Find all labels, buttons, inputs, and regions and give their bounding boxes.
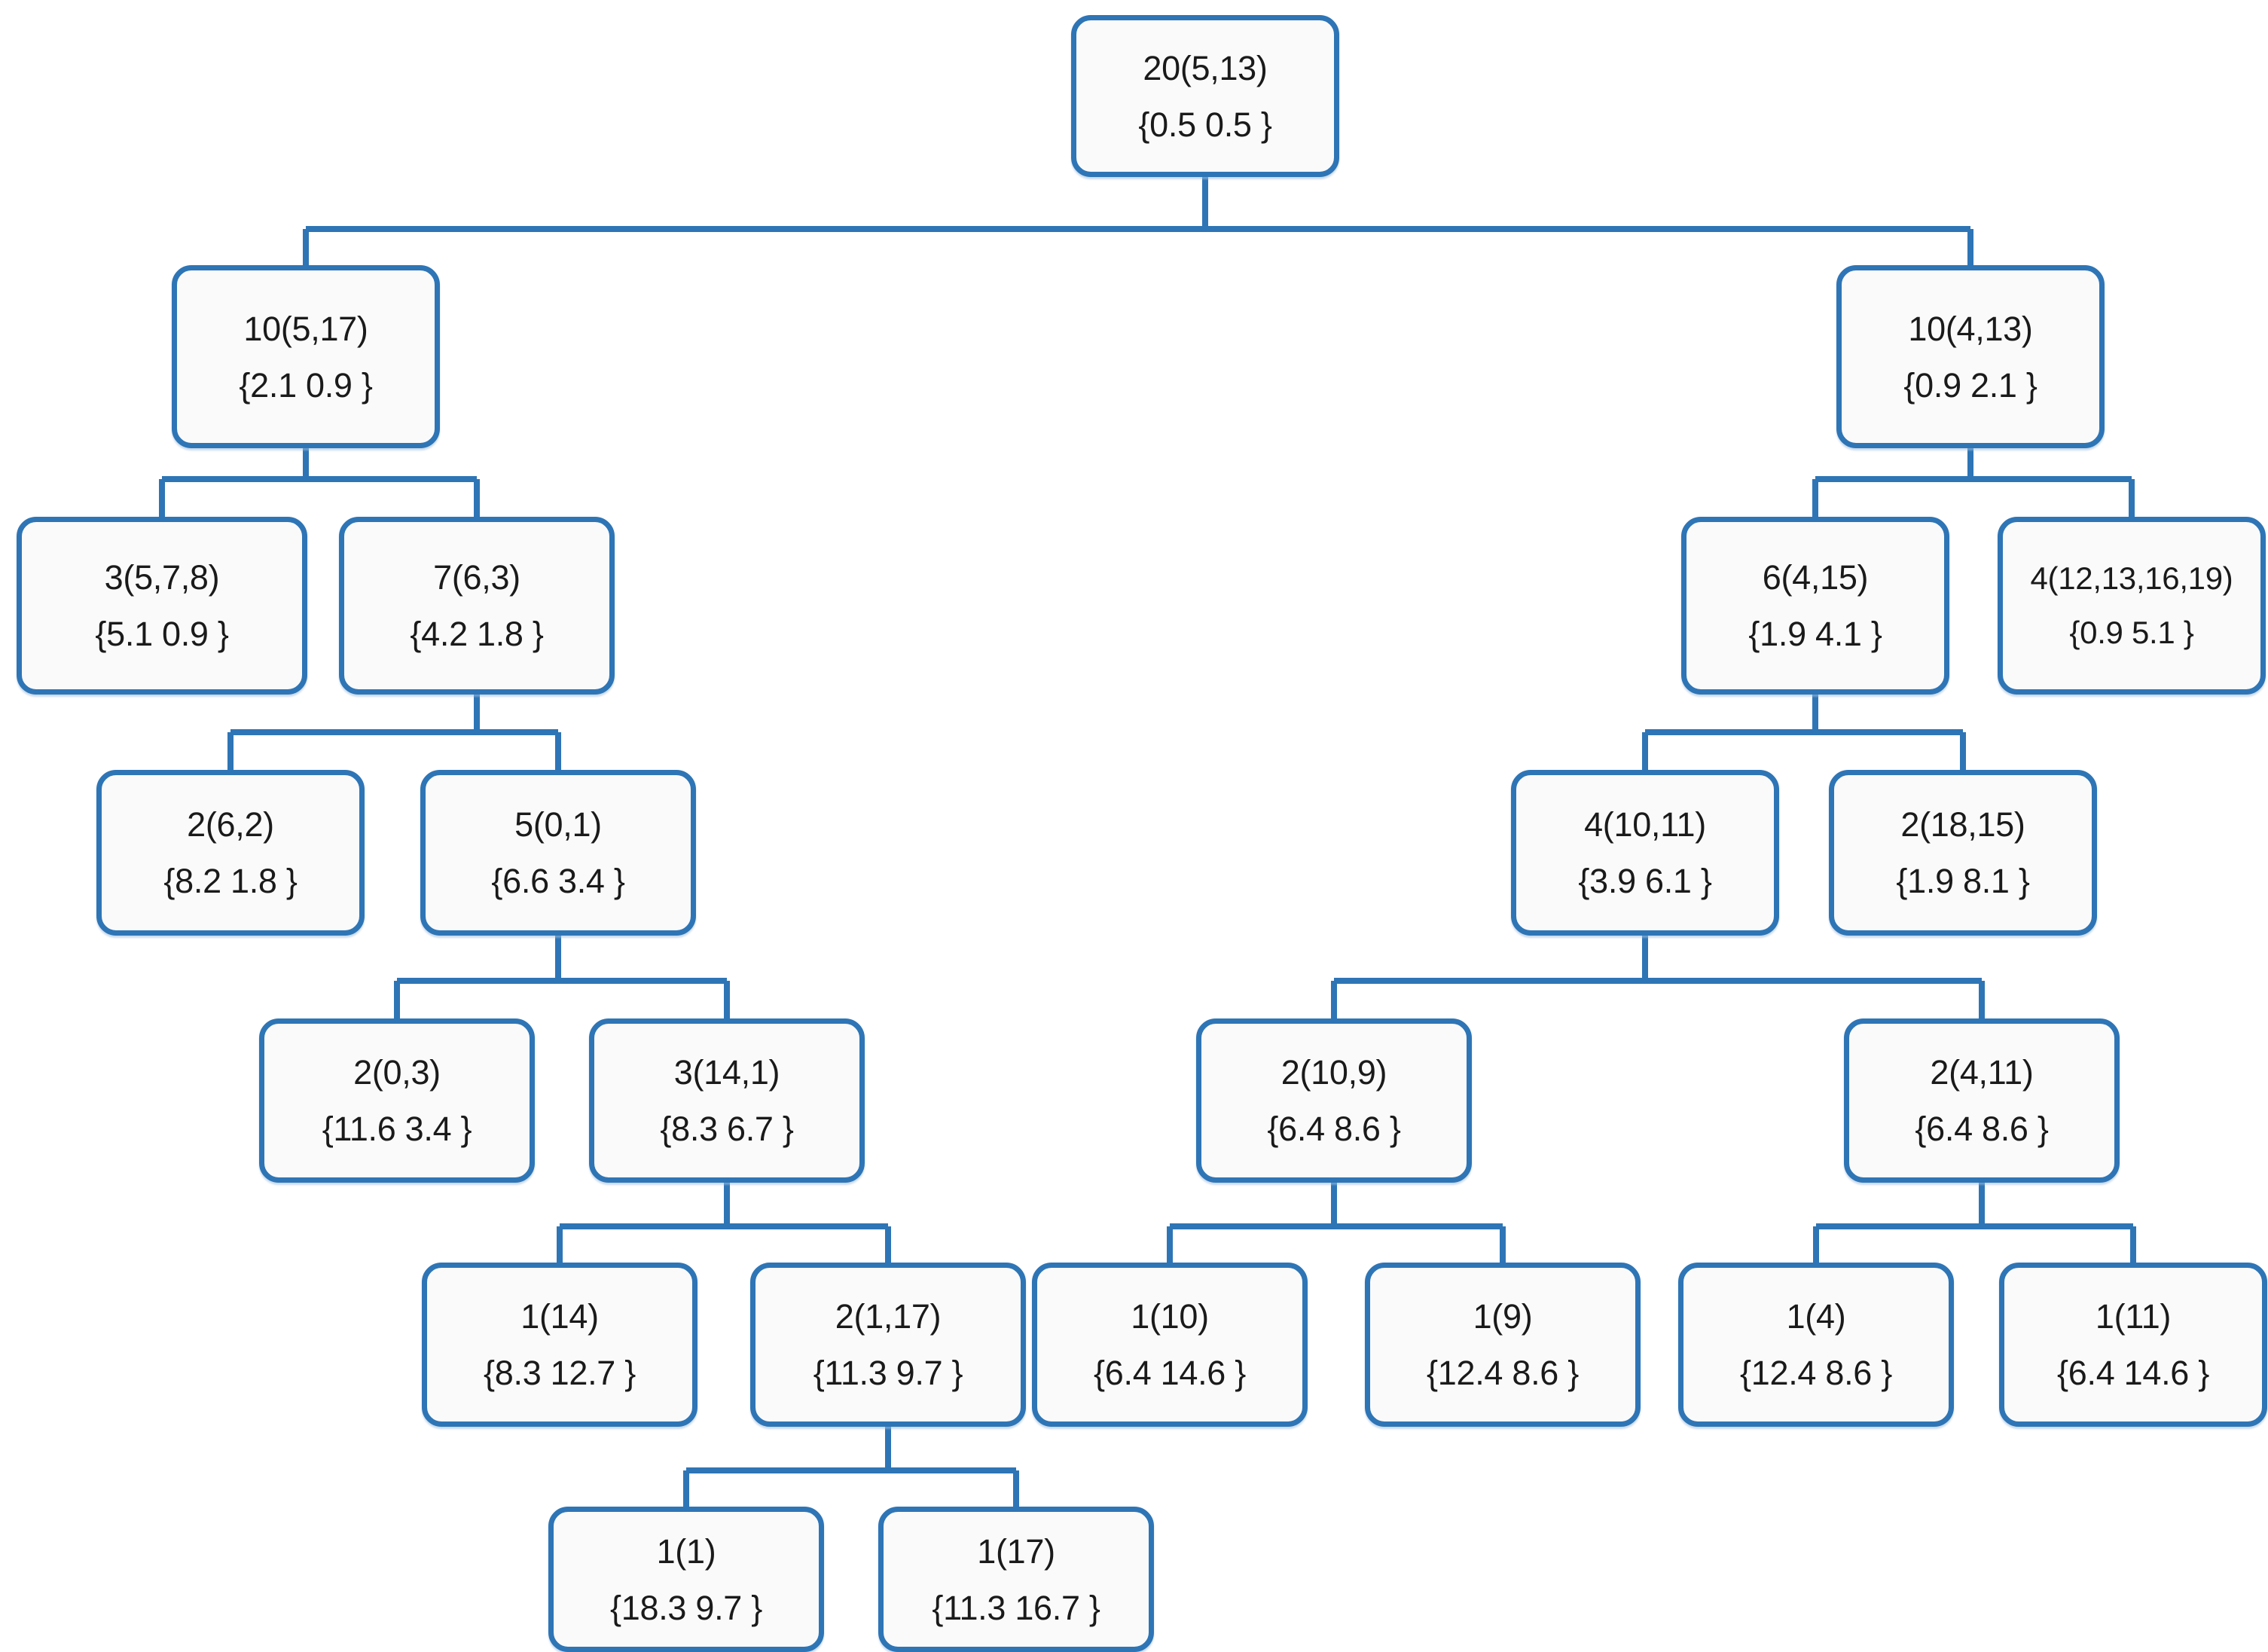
node-weights: {6.4 14.6 }: [2057, 1354, 2209, 1392]
node-weights: {6.6 3.4 }: [491, 862, 625, 900]
tree-node-n20[interactable]: 1(11) {6.4 14.6 }: [1999, 1263, 2267, 1427]
tree-node-n13[interactable]: 2(10,9) {6.4 8.6 }: [1196, 1018, 1472, 1183]
node-label: 2(6,2): [187, 805, 274, 844]
node-label: 4(10,11): [1584, 805, 1706, 844]
node-label: 1(14): [520, 1297, 599, 1336]
node-weights: {18.3 9.7 }: [610, 1588, 762, 1627]
node-label: 1(9): [1473, 1297, 1533, 1336]
node-weights: {11.3 16.7 }: [932, 1588, 1100, 1627]
node-weights: {8.2 1.8 }: [163, 862, 298, 900]
node-weights: {1.9 8.1 }: [1896, 862, 2030, 900]
node-weights: {12.4 8.6 }: [1740, 1354, 1892, 1392]
tree-node-n15[interactable]: 1(14) {8.3 12.7 }: [422, 1263, 697, 1427]
node-weights: {11.3 9.7 }: [813, 1354, 963, 1392]
node-weights: {8.3 12.7 }: [484, 1354, 636, 1392]
tree-node-n5[interactable]: 6(4,15) {1.9 4.1 }: [1681, 517, 1949, 695]
node-label: 1(1): [656, 1531, 716, 1571]
node-weights: {0.9 2.1 }: [1903, 365, 2038, 405]
tree-node-n14[interactable]: 2(4,11) {6.4 8.6 }: [1844, 1018, 2120, 1183]
node-label: 2(18,15): [1900, 805, 2025, 844]
node-weights: {5.1 0.9 }: [95, 615, 229, 653]
tree-node-n0[interactable]: 20(5,13) {0.5 0.5 }: [1071, 15, 1339, 177]
tree-node-n12[interactable]: 3(14,1) {8.3 6.7 }: [589, 1018, 865, 1183]
node-label: 2(1,17): [835, 1297, 942, 1336]
node-weights: {6.4 8.6 }: [1915, 1110, 2049, 1148]
node-weights: {11.6 3.4 }: [322, 1110, 472, 1148]
node-weights: {0.9 5.1 }: [2069, 615, 2194, 650]
tree-node-n1[interactable]: 10(5,17) {2.1 0.9 }: [172, 265, 440, 448]
node-weights: {8.3 6.7 }: [660, 1110, 794, 1148]
node-label: 6(4,15): [1762, 558, 1869, 597]
tree-node-n18[interactable]: 1(9) {12.4 8.6 }: [1365, 1263, 1641, 1427]
node-label: 5(0,1): [514, 805, 602, 844]
node-weights: {6.4 8.6 }: [1267, 1110, 1401, 1148]
node-weights: {12.4 8.6 }: [1427, 1354, 1579, 1392]
tree-node-n19[interactable]: 1(4) {12.4 8.6 }: [1678, 1263, 1954, 1427]
node-weights: {4.2 1.8 }: [410, 615, 544, 653]
node-label: 3(14,1): [673, 1053, 780, 1092]
tree-node-n21[interactable]: 1(1) {18.3 9.7 }: [548, 1507, 824, 1652]
node-weights: {6.4 14.6 }: [1094, 1354, 1246, 1392]
tree-node-n2[interactable]: 10(4,13) {0.9 2.1 }: [1836, 265, 2105, 448]
tree-node-n8[interactable]: 5(0,1) {6.6 3.4 }: [420, 770, 696, 936]
tree-node-n10[interactable]: 2(18,15) {1.9 8.1 }: [1829, 770, 2097, 936]
node-label: 2(10,9): [1281, 1053, 1387, 1092]
node-weights: {1.9 4.1 }: [1748, 615, 1882, 653]
tree-node-n9[interactable]: 4(10,11) {3.9 6.1 }: [1511, 770, 1779, 936]
node-label: 3(5,7,8): [104, 558, 220, 597]
tree-node-n3[interactable]: 3(5,7,8) {5.1 0.9 }: [17, 517, 307, 695]
tree-node-n16[interactable]: 2(1,17) {11.3 9.7 }: [750, 1263, 1026, 1427]
node-label: 20(5,13): [1143, 48, 1268, 87]
node-weights: {0.5 0.5 }: [1138, 105, 1272, 144]
node-label: 1(17): [977, 1531, 1055, 1571]
tree-node-n6[interactable]: 4(12,13,16,19) {0.9 5.1 }: [1998, 517, 2266, 695]
tree-node-n22[interactable]: 1(17) {11.3 16.7 }: [878, 1507, 1154, 1652]
node-label: 1(11): [2095, 1297, 2172, 1336]
node-label: 1(4): [1786, 1297, 1846, 1336]
node-label: 4(12,13,16,19): [2030, 560, 2233, 596]
node-label: 1(10): [1131, 1297, 1209, 1336]
node-label: 7(6,3): [433, 558, 520, 597]
node-weights: {2.1 0.9 }: [239, 365, 373, 405]
tree-node-n4[interactable]: 7(6,3) {4.2 1.8 }: [339, 517, 615, 695]
tree-node-n17[interactable]: 1(10) {6.4 14.6 }: [1032, 1263, 1308, 1427]
node-weights: {3.9 6.1 }: [1578, 862, 1712, 900]
node-label: 10(4,13): [1908, 309, 2033, 348]
node-label: 2(4,11): [1930, 1053, 2034, 1092]
node-label: 10(5,17): [243, 309, 368, 348]
tree-node-n11[interactable]: 2(0,3) {11.6 3.4 }: [259, 1018, 535, 1183]
node-label: 2(0,3): [353, 1053, 441, 1092]
tree-node-n7[interactable]: 2(6,2) {8.2 1.8 }: [96, 770, 365, 936]
